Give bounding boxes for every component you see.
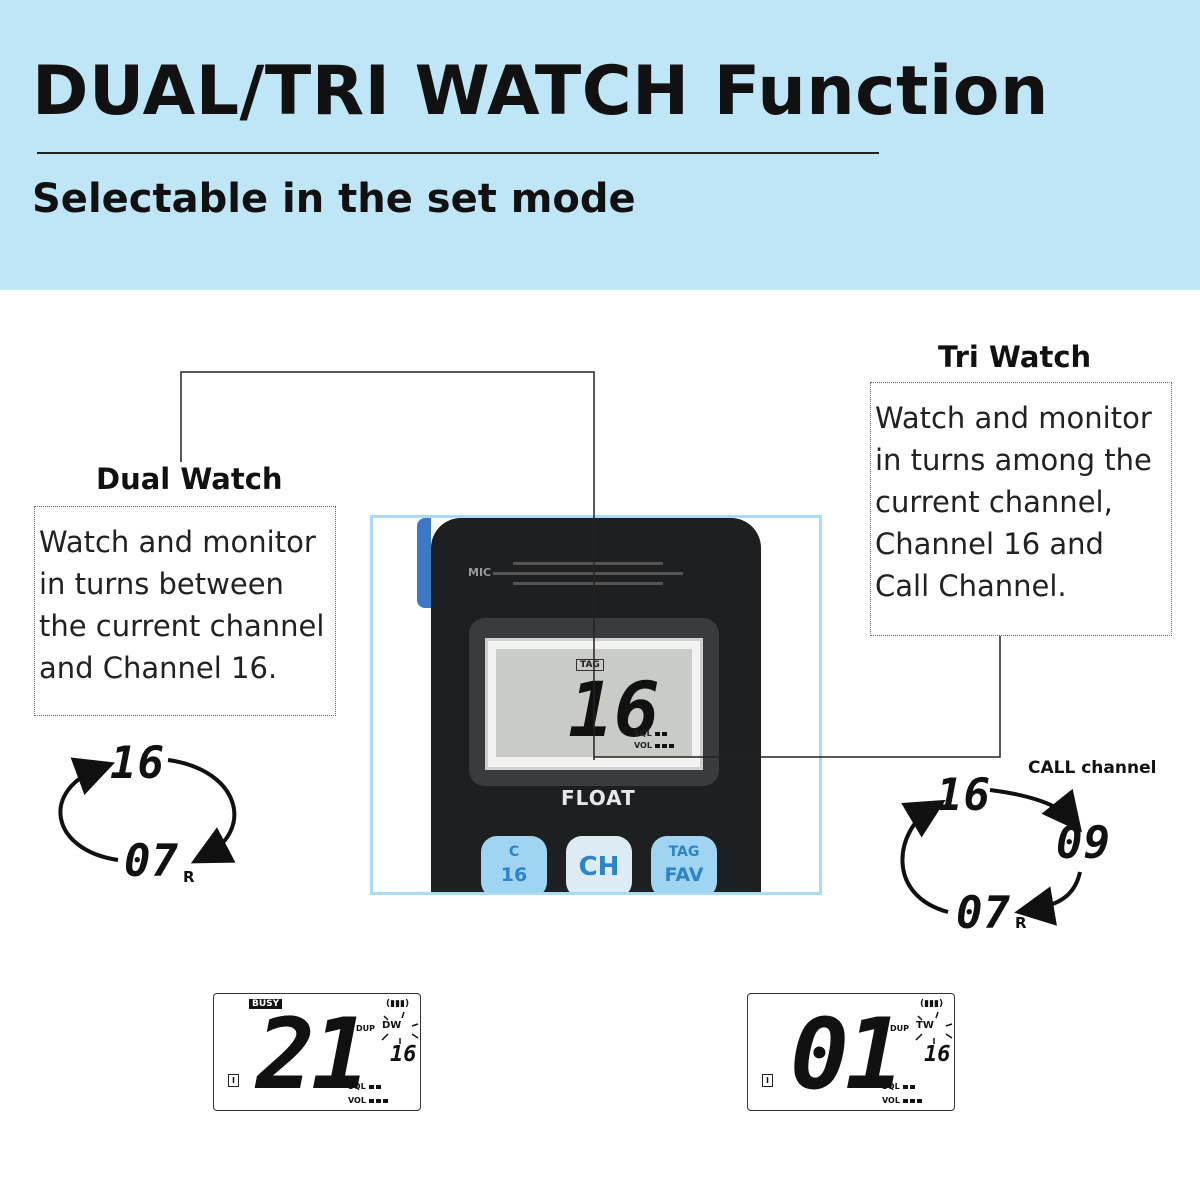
tri-lcd-indicator: I: [762, 1074, 773, 1087]
dual-lcd-watch-channel: 16: [390, 1042, 417, 1067]
battery-icon: (▮▮▮): [386, 999, 410, 1009]
tri-lcd-channel: 01: [790, 998, 904, 1112]
tri-watch-description: Watch and monitor in turns among the cur…: [870, 382, 1172, 636]
radio-side-accent: [417, 518, 431, 608]
float-label: FLOAT: [561, 786, 636, 810]
tri-lcd-dup: DUP: [890, 1024, 909, 1033]
ch-button[interactable]: CH: [566, 836, 632, 892]
speaker-grille: [513, 582, 663, 585]
fav-key-bottom-label: FAV: [664, 864, 704, 886]
tri-lcd-watch-channel: 16: [924, 1042, 951, 1067]
dual-cycle-suffix: R: [183, 868, 195, 886]
dual-cycle-top-channel: 16: [110, 738, 165, 789]
tri-watch-leader-line: [594, 636, 1001, 758]
tag-fav-button[interactable]: TAG FAV: [651, 836, 717, 892]
call-channel-label: CALL channel: [1028, 758, 1157, 778]
mic-label: MIC: [468, 566, 492, 579]
tri-cycle-bottom-channel: 07: [956, 888, 1011, 939]
vol-label: VOL: [634, 741, 652, 750]
dual-watch-lcd: BUSY (▮▮▮) 21 DUP DW 16 I SQL VOL: [213, 993, 421, 1111]
dual-lcd-blink-icon: [381, 1011, 419, 1044]
dual-lcd-sql-label: SQL: [348, 1082, 366, 1091]
dual-lcd-dup: DUP: [356, 1024, 375, 1033]
call-key-bottom-label: 16: [500, 864, 528, 886]
dual-cycle-arrow-right: [167, 758, 237, 864]
sql-label: SQL: [634, 729, 652, 738]
page-title: DUAL/TRI WATCH Function: [32, 52, 1049, 131]
call-key-top-label: C: [508, 844, 520, 860]
dual-cycle-arrow-left: [58, 757, 119, 862]
speaker-grille: [493, 572, 683, 575]
tri-lcd-mode: TW: [916, 1020, 934, 1031]
header-banner: [0, 0, 1200, 290]
dual-lcd-channel: 21: [256, 998, 370, 1112]
tri-watch-lcd: (▮▮▮) 01 DUP TW 16 I SQL VOL: [747, 993, 955, 1111]
dual-lcd-vol: VOL: [348, 1096, 390, 1105]
radio-channel-number: 16: [568, 665, 660, 754]
dual-lcd-mode: DW: [382, 1020, 402, 1031]
title-divider: [37, 152, 879, 154]
vol-indicator: VOL: [634, 741, 676, 750]
busy-badge: BUSY: [249, 999, 283, 1009]
tri-watch-heading: Tri Watch: [938, 340, 1092, 374]
tag-indicator: TAG: [576, 659, 604, 671]
dual-lcd-sql: SQL: [348, 1082, 383, 1091]
tri-lcd-sql: SQL: [882, 1082, 917, 1091]
dual-watch-heading: Dual Watch: [96, 462, 283, 496]
fav-key-top-label: TAG: [668, 844, 700, 860]
tri-lcd-vol: VOL: [882, 1096, 924, 1105]
sql-indicator: SQL: [634, 729, 669, 738]
dual-watch-leader-line: [180, 371, 595, 760]
tri-lcd-sql-label: SQL: [882, 1082, 900, 1091]
tri-cycle-arrow-top: [989, 788, 1083, 833]
tri-cycle-arrow-left: [900, 799, 949, 914]
dual-cycle-bottom-channel: 07: [124, 836, 179, 887]
battery-icon: (▮▮▮): [920, 999, 944, 1009]
call-16-button[interactable]: C 16: [481, 836, 547, 892]
tri-lcd-vol-label: VOL: [882, 1096, 900, 1105]
tri-cycle-arrow-right: [1014, 871, 1082, 926]
speaker-grille: [513, 562, 663, 565]
dual-watch-description: Watch and monitor in turns between the c…: [34, 506, 336, 716]
dual-lcd-vol-label: VOL: [348, 1096, 366, 1105]
dual-lcd-indicator: I: [228, 1074, 239, 1087]
tri-lcd-blink-icon: [915, 1011, 953, 1044]
page-subtitle: Selectable in the set mode: [32, 176, 636, 222]
